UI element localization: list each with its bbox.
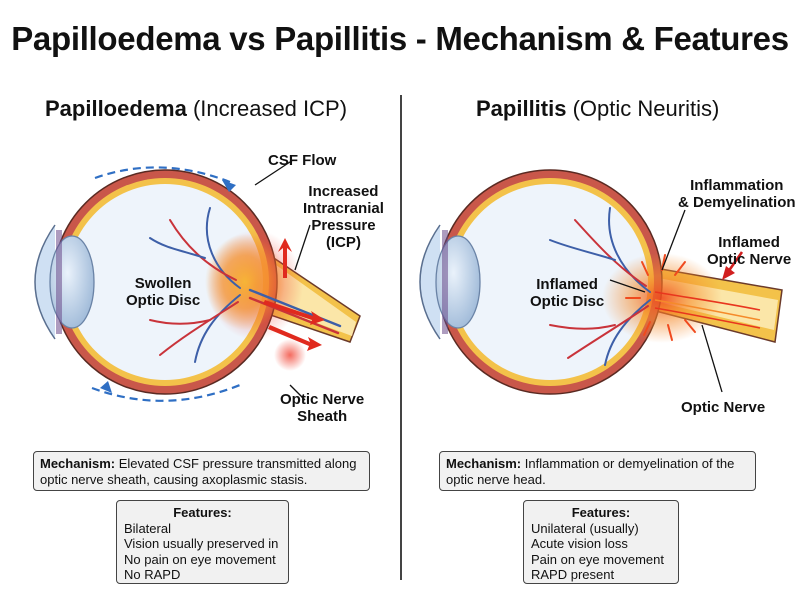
center-divider — [400, 95, 402, 580]
feature-item: Pain on eye movement — [531, 551, 664, 567]
feature-item: Bilateral — [124, 520, 171, 536]
right-mechanism-box: Mechanism: Inflammation or demyelination… — [439, 451, 756, 491]
right-heading: Papillitis — [476, 96, 567, 121]
feature-item: Vision usually preserved in — [124, 536, 279, 551]
label-inflammation: Inflammation & Demyelination — [678, 177, 796, 211]
feature-item: No RAPD — [124, 567, 181, 582]
feature-item: Unilateral (usually) — [531, 520, 639, 536]
csf-flow-arrows — [91, 166, 241, 402]
label-sheath: Optic Nerve Sheath — [280, 391, 365, 425]
left-subheading: (Increased ICP) — [192, 96, 348, 121]
right-eyeball — [419, 169, 663, 395]
papillitis-eye-diagram — [419, 169, 783, 395]
label-csf-flow: CSF Flow — [268, 152, 337, 169]
pressure-arrows — [263, 238, 325, 351]
right-leader-lines — [609, 209, 723, 393]
label-optic-nerve: Optic Nerve — [681, 399, 766, 416]
label-inflamed-nerve: Inflamed Optic Nerve — [707, 234, 792, 268]
label-inflamed-disc: Inflamed Optic Disc — [530, 276, 605, 310]
csf-arrowhead-bottom — [100, 381, 112, 393]
feature-item: Acute vision loss — [531, 536, 628, 551]
iris-shape — [442, 230, 448, 334]
right-subheading: (Optic Neuritis) — [572, 96, 720, 121]
left-mechanism-box: Mechanism: Elevated CSF pressure transmi… — [33, 451, 370, 491]
left-eyeball — [34, 169, 278, 395]
sheath-glow — [274, 339, 306, 371]
label-icp: Increased Intracranial Pressure (ICP) — [303, 183, 384, 251]
right-panel-title: Papillitis (Optic Neuritis) — [476, 96, 719, 122]
page-title: Papilloedema vs Papillitis - Mechanism &… — [11, 20, 789, 57]
papilloedema-eye-diagram — [34, 159, 361, 402]
left-features-box: Features: Bilateral Vision usually prese… — [116, 500, 289, 584]
swollen-disc-shape — [205, 234, 285, 330]
label-swollen-disc: Swollen Optic Disc — [126, 275, 201, 309]
left-heading: Papilloedema — [45, 96, 187, 121]
retinal-vessels — [549, 207, 651, 366]
feature-item: No pain on eye movement — [124, 551, 276, 567]
feature-item: RAPD present — [531, 567, 615, 582]
right-features-box: Features: Unilateral (usually) Acute vis… — [523, 500, 679, 584]
inflamed-nerve-arrow — [722, 251, 744, 280]
csf-arrowhead-top — [222, 180, 236, 192]
inflamed-nerve-fibres — [654, 291, 761, 329]
iris-shape — [56, 230, 62, 334]
left-panel-title: Papilloedema (Increased ICP) — [45, 96, 347, 122]
left-leader-lines — [254, 159, 311, 401]
